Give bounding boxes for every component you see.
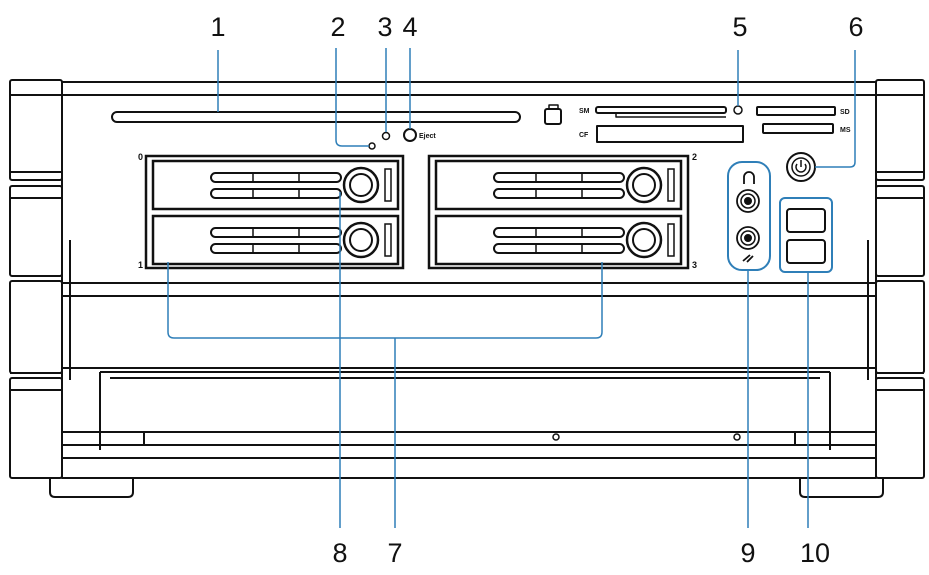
tray-screw-center [552,433,560,441]
callout-9: 9 [740,538,755,568]
microphone-icon [742,254,754,263]
sm-card-slot[interactable] [595,106,727,114]
optical-drive-slot[interactable] [111,111,521,123]
power-icon [795,160,807,173]
ms-card-slot[interactable] [762,123,834,134]
led-indicator-3 [381,131,391,141]
bottom-tray [61,371,877,459]
callout-2: 2 [330,12,345,42]
drive-tray-2[interactable] [434,159,683,211]
tray-screw-right [733,433,741,441]
tray-latch-knob[interactable] [342,221,380,259]
audio-port-panel [727,161,771,271]
cf-card-slot[interactable] [596,125,744,143]
foot-left [49,478,134,498]
leader-2 [335,48,369,147]
leader-6 [815,50,856,168]
leader-lines [167,48,856,528]
eject-button[interactable] [403,128,417,142]
callout-8: 8 [332,538,347,568]
cross-rail [62,282,876,369]
tray-handle [384,223,392,257]
tray-handle [384,168,392,202]
bay-number-1: 1 [138,260,143,270]
drive-bays [151,159,683,266]
sm-slot-label: SM [579,108,590,115]
callout-7: 7 [387,538,402,568]
usb-port-icon[interactable] [786,239,826,264]
headphone-icon [743,171,755,184]
microphone-jack[interactable] [736,226,760,250]
usb-port-icon[interactable] [786,208,826,233]
drive-tray-0[interactable] [151,159,400,211]
leader-7 [167,262,603,339]
tray-vent [210,172,342,183]
callout-1: 1 [210,12,225,42]
foot-right [799,478,884,498]
card-reader [544,104,836,143]
tray-vent [210,188,342,199]
bay-number-0: 0 [138,152,143,162]
callout-10: 10 [800,538,830,568]
bay-number-3: 3 [692,260,697,270]
drive-bay-cage-right [427,154,690,270]
card-reader-led [733,105,743,115]
callout-4: 4 [402,12,417,42]
chassis-front [61,81,877,479]
tray-vent [493,188,625,199]
drive-tray-1[interactable] [151,214,400,266]
headphone-jack[interactable] [736,189,760,213]
tray-vent [210,243,342,254]
callout-3: 3 [377,12,392,42]
left-rail [9,79,63,479]
tray-vent [493,227,625,238]
tray-handle [667,168,675,202]
tray-latch-knob[interactable] [625,166,663,204]
tray-latch-knob[interactable] [625,221,663,259]
drive-tray-3[interactable] [434,214,683,266]
ms-slot-label: MS [840,127,851,134]
cf-slot-label: CF [579,132,589,139]
led-indicator-2 [368,142,376,150]
eject-label: Eject [419,133,436,140]
tray-vent [493,243,625,254]
card-reader-icon [544,108,562,125]
callout-5: 5 [732,12,747,42]
tray-latch-knob[interactable] [342,166,380,204]
drive-bay-cage-left [144,154,405,270]
callout-6: 6 [848,12,863,42]
right-rail [875,79,925,479]
sd-card-slot[interactable] [756,106,836,116]
tray-vent [493,172,625,183]
sd-slot-label: SD [840,109,850,116]
bay-number-2: 2 [692,152,697,162]
tray-handle [667,223,675,257]
usb-port-panel [779,197,833,273]
tray-vent [210,227,342,238]
